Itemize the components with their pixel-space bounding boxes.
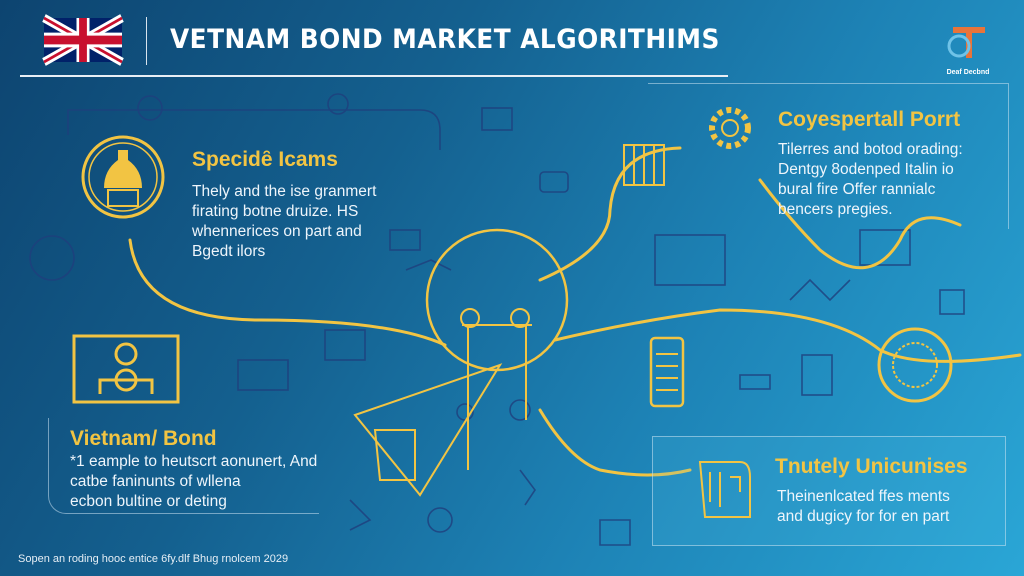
sketch-doodles xyxy=(29,93,965,546)
panel-line: Dentgy 8odenped Italin io xyxy=(778,161,954,178)
footer-note: Sopen an roding hooc entice 6fy.dlf Bhug… xyxy=(18,553,289,565)
logo-caption: Deaf Decbnd xyxy=(946,69,990,76)
panel-title: Specidȇ Icams xyxy=(192,148,338,171)
panel-line: *1 eample to heutscrt aonunert, And xyxy=(70,453,318,470)
machine-icon xyxy=(698,461,751,518)
panel-body: Theinenlcated ffes ments and dugicy for … xyxy=(777,487,1007,527)
panel-line: bencers pregies. xyxy=(778,201,893,218)
building-icon xyxy=(81,135,165,219)
panel-line: bural fire Offer rannialc xyxy=(778,181,936,198)
center-graphic xyxy=(353,308,532,497)
coin-icon xyxy=(877,327,953,403)
panel-line: ecbon bultine or deting xyxy=(70,493,227,510)
panel-title: Tnutely Unicunises xyxy=(775,455,968,478)
panel-line: Tilerres and botod orading: xyxy=(778,141,963,158)
panel-title: Vietnam/ Bond xyxy=(70,427,217,450)
server-rack-icon xyxy=(649,336,685,408)
header-divider xyxy=(146,17,147,65)
panel-body: *1 eample to heutscrt aonunert, And catb… xyxy=(70,452,360,512)
uk-flag-icon xyxy=(42,14,124,66)
bond-certificate-icon xyxy=(72,334,180,404)
panel-line: firating botne druize. HS xyxy=(192,203,359,220)
panel-title: Coyespertall Porrt xyxy=(778,108,961,131)
panel-line: whennerices on part and xyxy=(192,223,362,240)
gear-icon xyxy=(709,107,751,149)
panel-line: Thely and the ise granmert xyxy=(192,183,377,200)
brand-logo: Deaf Decbnd xyxy=(936,22,1000,80)
document-stack-icon xyxy=(623,144,665,186)
page-title: VETNAM BOND MARKET ALGORITHIMS xyxy=(170,24,720,55)
panel-body: Thely and the ise granmert firating botn… xyxy=(192,182,412,262)
logo-icon xyxy=(947,27,985,58)
panel-box xyxy=(48,418,319,514)
panel-line: Bgedt ilors xyxy=(192,243,266,260)
header-underline xyxy=(20,75,728,77)
panel-line: catbe faninunts of wllena xyxy=(70,473,241,490)
panel-box xyxy=(648,83,1009,229)
panel-line: and dugicy for for en part xyxy=(777,508,950,525)
panel-line: Theinenlcated ffes ments xyxy=(777,488,950,505)
panel-body: Tilerres and botod orading: Dentgy 8oden… xyxy=(778,140,1008,220)
